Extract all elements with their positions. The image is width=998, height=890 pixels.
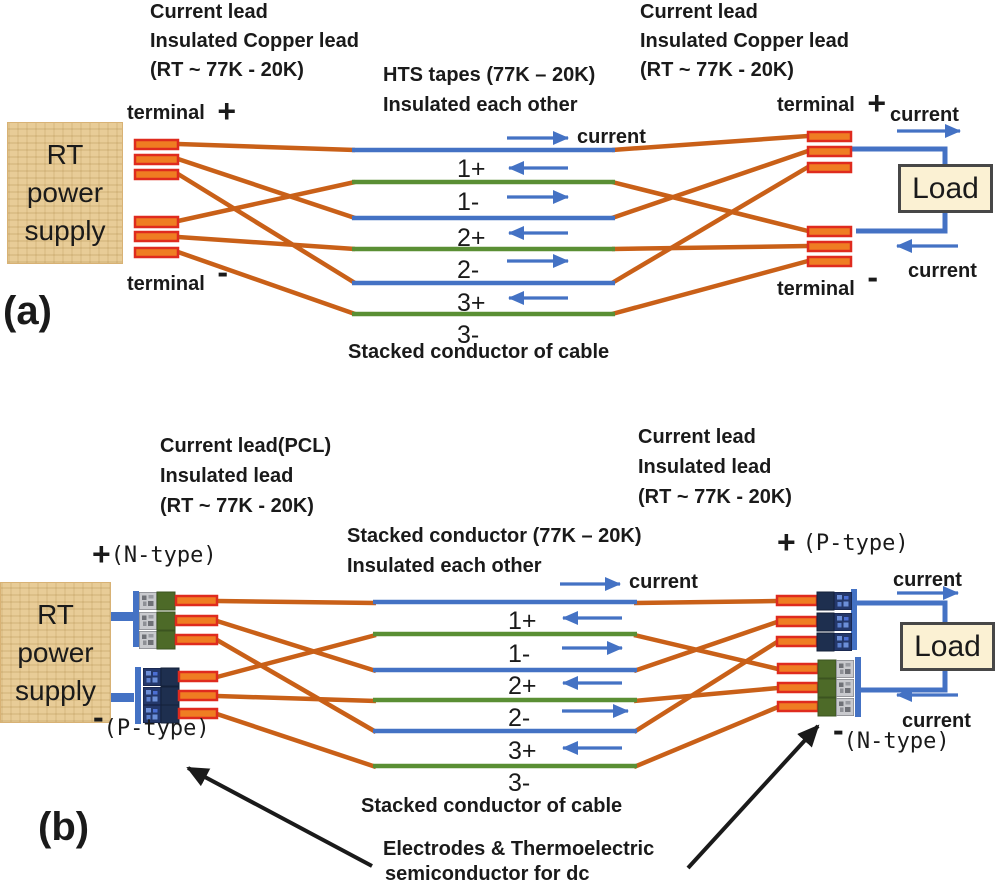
plus-sign: + <box>867 85 887 121</box>
figure-a-copper-leads-right <box>610 133 810 317</box>
figure-b-electrode-n-right <box>776 659 854 717</box>
electrode-pointer-arrow-right <box>686 724 820 870</box>
minus-sign: - <box>217 254 229 290</box>
figure-b-pcl-leads-right <box>632 598 779 770</box>
hts-caption-1: HTS tapes (77K – 20K) <box>383 64 596 86</box>
load-box-a: Load <box>898 164 993 213</box>
terminal-word: terminal <box>127 273 205 295</box>
conductor-label-b-3m: 3- <box>508 769 531 797</box>
stacked-conductor-caption-1: Stacked conductor (77K – 20K) <box>347 525 642 547</box>
terminal-word: terminal <box>777 278 855 300</box>
figure-a-terminals-right <box>806 130 853 268</box>
current-label-a-mid: current <box>577 126 646 148</box>
current-label-a-bottom: current <box>908 260 977 282</box>
n-type-word: (N-type) <box>110 543 217 568</box>
load-label: Load <box>914 629 981 663</box>
p-type-word: (P-type) <box>802 531 909 556</box>
lead-caption-b-right-2: Insulated lead <box>638 456 772 478</box>
plus-sign: + <box>777 524 796 560</box>
lead-caption-a-left-1: Current lead <box>150 1 268 23</box>
power-supply-line: RT <box>37 598 74 630</box>
current-label-a-top: current <box>890 104 959 126</box>
conductor-label-a-1p: 1+ <box>457 155 486 183</box>
figure-b-electrode-p-right <box>775 591 852 652</box>
terminal-word: terminal <box>127 102 205 124</box>
figure-a-wiring <box>133 124 961 317</box>
figure-b-pcl-leads-left <box>215 598 378 770</box>
plus-sign: + <box>92 536 111 572</box>
figure-a-terminals-left <box>133 138 180 259</box>
lead-caption-b-left-2: Insulated lead <box>160 465 294 487</box>
p-type-minus-label-b-left: -(P-type) <box>93 701 210 741</box>
conductor-label-a-3p: 3+ <box>457 289 486 317</box>
terminal-minus-label-a-left: terminal - <box>127 256 228 296</box>
lead-caption-a-left-3: (RT ~ 77K - 20K) <box>150 59 304 81</box>
load-label: Load <box>912 171 979 205</box>
terminal-plus-label-a-left: terminal + <box>127 95 236 127</box>
power-supply-line: RT <box>46 139 84 170</box>
lead-caption-a-right-1: Current lead <box>640 1 758 23</box>
figure-b-tag: (b) <box>38 805 90 849</box>
power-supply-line: power <box>17 636 94 668</box>
power-supply-line: power <box>26 177 104 208</box>
n-type-plus-label-b-left: +(N-type) <box>92 538 217 570</box>
minus-sign: - <box>93 699 104 735</box>
lead-caption-b-left-1: Current lead(PCL) <box>160 435 332 457</box>
minus-sign: - <box>833 712 844 748</box>
n-type-word: (N-type) <box>843 729 950 754</box>
terminal-plus-label-a-right: terminal + <box>777 87 886 119</box>
lead-caption-b-right-3: (RT ~ 77K - 20K) <box>638 486 792 508</box>
conductor-label-a-1m: 1- <box>457 188 480 216</box>
figure-a-tag: (a) <box>3 289 52 333</box>
conductor-label-b-2m: 2- <box>508 704 531 732</box>
power-supply-box-b: RT power supply <box>0 582 111 723</box>
figure-b-annotation-arrows <box>186 724 820 870</box>
p-type-plus-label-b-right: +(P-type) <box>777 526 909 558</box>
conductor-label-a-2m: 2- <box>457 256 480 284</box>
conductor-label-a-2p: 2+ <box>457 224 486 252</box>
terminal-word: terminal <box>777 94 855 116</box>
power-supply-box-a: RT power supply <box>7 122 123 264</box>
n-type-minus-label-b-right: -(N-type) <box>833 714 950 754</box>
p-type-word: (P-type) <box>103 716 210 741</box>
lead-caption-a-left-2: Insulated Copper lead <box>150 30 359 52</box>
stacked-caption-b: Stacked conductor of cable <box>361 795 623 817</box>
power-supply-line: supply <box>15 674 96 706</box>
electrode-note-1: Electrodes & Thermoelectric <box>383 838 655 860</box>
hts-caption-2: Insulated each other <box>383 94 578 116</box>
stacked-conductor-caption-2: Insulated each other <box>347 555 542 577</box>
lead-caption-b-left-3: (RT ~ 77K - 20K) <box>160 495 314 517</box>
conductor-label-b-2p: 2+ <box>508 672 537 700</box>
figure-b-wiring <box>111 577 959 870</box>
figure-b-electrode-n-left <box>139 591 219 650</box>
lead-caption-b-right-1: Current lead <box>638 426 756 448</box>
lead-caption-a-right-3: (RT ~ 77K - 20K) <box>640 59 794 81</box>
stacked-caption-a: Stacked conductor of cable <box>348 341 610 363</box>
conductor-label-b-1p: 1+ <box>508 607 537 635</box>
electrode-pointer-arrow-left <box>186 766 373 868</box>
terminal-minus-label-a-right: terminal - <box>777 261 878 301</box>
current-label-b-mid: current <box>629 571 698 593</box>
figure-a-copper-leads-left <box>176 141 357 317</box>
figure-b-electrode-p-left <box>143 667 219 724</box>
load-box-b: Load <box>900 622 995 671</box>
current-label-b-bottom: current <box>902 710 971 732</box>
plus-sign: + <box>217 93 237 129</box>
figure-b-bus-bars <box>111 589 861 724</box>
minus-sign: - <box>867 259 879 295</box>
conductor-label-b-1m: 1- <box>508 640 531 668</box>
figure-a-hts-conductors <box>352 147 615 317</box>
current-label-b-top: current <box>893 569 962 591</box>
figure-b-current-arrows <box>560 577 959 755</box>
figure-b-stacked-conductors <box>373 599 637 769</box>
conductor-label-a-3m: 3- <box>457 321 480 349</box>
lead-caption-a-right-2: Insulated Copper lead <box>640 30 849 52</box>
conductor-label-b-3p: 3+ <box>508 737 537 765</box>
electrode-note-2: semiconductor for dc <box>385 863 590 885</box>
figure-a-current-arrows <box>507 124 961 305</box>
power-supply-line: supply <box>24 215 106 246</box>
